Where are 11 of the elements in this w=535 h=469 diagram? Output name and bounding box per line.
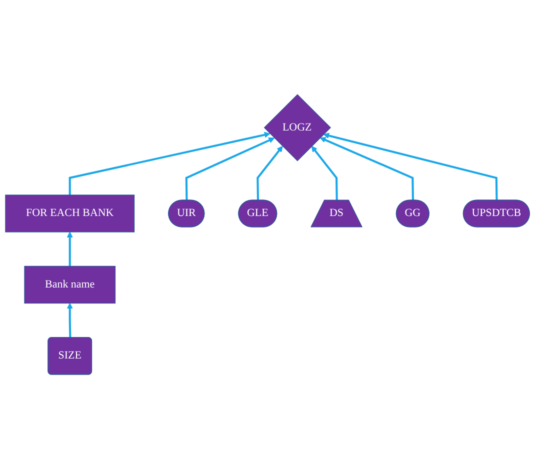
- arrow: [320, 137, 414, 200]
- arrow: [185, 138, 275, 200]
- arrow: [66, 232, 73, 266]
- arrow: [311, 146, 338, 200]
- arrow: [256, 146, 283, 200]
- node-box: FOR EACH BANK: [5, 194, 135, 232]
- node-box: Bank name: [24, 266, 116, 304]
- arrow: [323, 132, 498, 200]
- arrow: [66, 302, 73, 338]
- node-diamond: LOGZ: [264, 94, 331, 162]
- arrow: [68, 132, 270, 195]
